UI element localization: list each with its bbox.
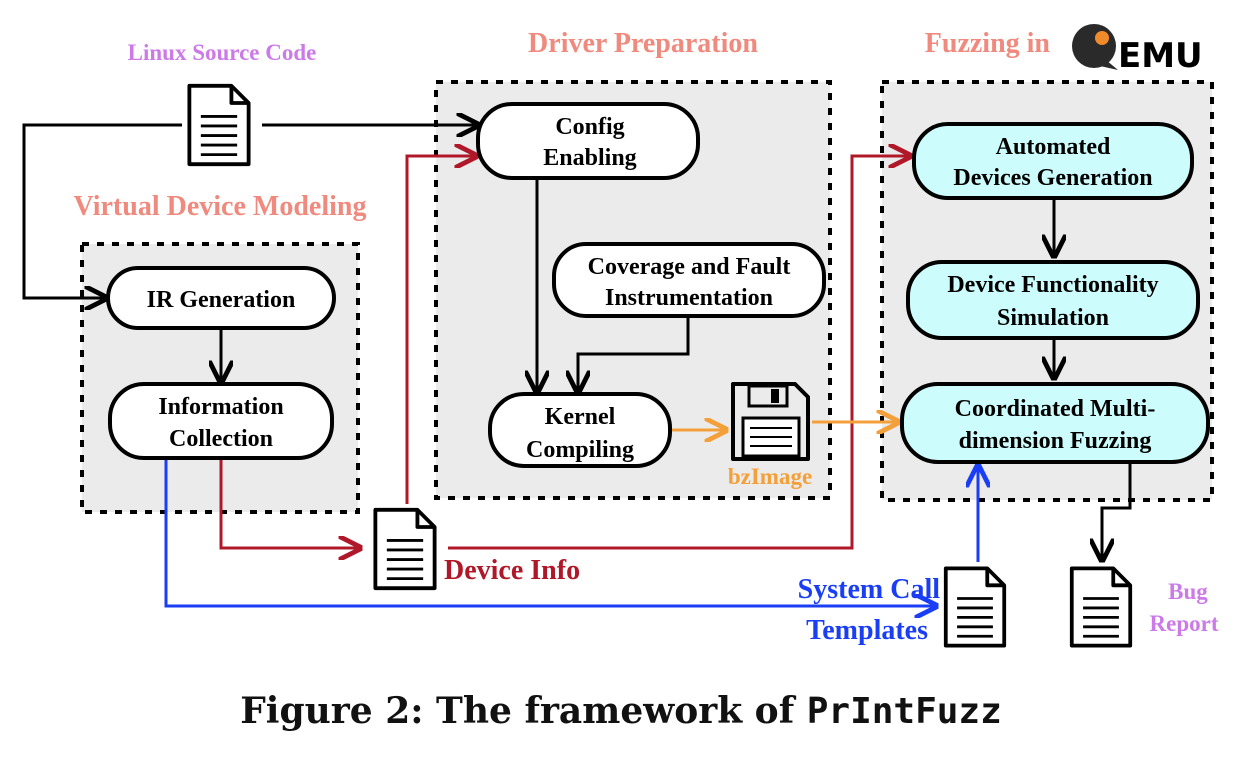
virtual-device-modeling-title: Virtual Device Modeling — [74, 191, 367, 222]
qemu-logo-eye — [1095, 31, 1109, 45]
node-kernel-compiling: Kernel Compiling — [488, 392, 672, 468]
node-automated-devices-generation: Automated Devices Generation — [912, 122, 1194, 200]
arrow-fuzzing-to-bug-report — [1102, 462, 1132, 560]
syscall-templates-line1: System Call — [798, 574, 941, 605]
node-coverage-line1: Coverage and Fault — [588, 254, 791, 280]
node-info-collection-line2: Collection — [169, 426, 273, 452]
node-kernel-compiling-line1: Kernel — [545, 404, 616, 430]
driver-preparation-title: Driver Preparation — [528, 28, 758, 59]
bug-report-line1: Bug — [1168, 579, 1208, 604]
node-ir-generation-label: IR Generation — [147, 287, 296, 313]
device-info-document-icon — [373, 507, 437, 591]
node-info-collection-line1: Information — [158, 394, 283, 420]
node-automated-line2: Devices Generation — [953, 165, 1152, 191]
framework-diagram: Linux Source Code Driver Preparation Fuz… — [22, 24, 1219, 648]
arrow-source-to-ir — [22, 123, 182, 298]
caption-prefix: Figure 2: The framework of — [240, 690, 807, 732]
node-kernel-compiling-line2: Compiling — [526, 437, 634, 463]
figure-caption: Figure 2: The framework of PrIntFuzz — [0, 690, 1242, 732]
arrow-coverage-to-kernel — [578, 314, 690, 392]
qemu-logo: EMU — [1072, 24, 1203, 76]
bug-report-document-icon — [1069, 566, 1133, 648]
bug-report-line2: Report — [1150, 611, 1219, 636]
node-coverage-line2: Instrumentation — [605, 285, 773, 311]
linux-source-title: Linux Source Code — [128, 40, 317, 65]
node-config-enabling: Config Enabling — [476, 102, 700, 180]
node-ir-generation: IR Generation — [106, 266, 336, 330]
node-config-enabling-line2: Enabling — [543, 145, 636, 171]
arrow-device-info-to-config — [405, 156, 476, 504]
syscall-templates-line2: Templates — [806, 615, 928, 646]
qemu-logo-mark — [1072, 24, 1116, 68]
arrow-info-to-syscall-templates — [164, 456, 936, 606]
node-config-enabling-line1: Config — [555, 114, 624, 140]
syscall-templates-document-icon — [943, 566, 1007, 648]
node-automated-line1: Automated — [996, 134, 1111, 160]
arrow-info-to-device-info — [219, 456, 360, 548]
node-coordinated-line2: dimension Fuzzing — [959, 428, 1152, 454]
node-device-func-line2: Simulation — [997, 305, 1109, 331]
node-device-func-line1: Device Functionality — [947, 272, 1158, 298]
caption-tool-name: PrIntFuzz — [806, 691, 1002, 732]
floppy-disk-icon — [731, 382, 810, 461]
node-device-functionality-simulation: Device Functionality Simulation — [906, 260, 1200, 340]
device-info-label: Device Info — [444, 555, 580, 586]
qemu-logo-tail — [1100, 60, 1118, 70]
node-coordinated-fuzzing: Coordinated Multi- dimension Fuzzing — [900, 382, 1210, 464]
bzimage-label: bzImage — [728, 464, 812, 489]
qemu-logo-text: EMU — [1118, 36, 1203, 76]
arrow-device-info-to-auto-gen — [448, 156, 910, 550]
node-coverage-fault-instrumentation: Coverage and Fault Instrumentation — [552, 242, 826, 318]
node-coordinated-line1: Coordinated Multi- — [955, 396, 1156, 422]
node-information-collection: Information Collection — [108, 382, 334, 460]
linux-source-document-icon — [187, 83, 251, 167]
fuzzing-in-title: Fuzzing in — [925, 28, 1051, 59]
